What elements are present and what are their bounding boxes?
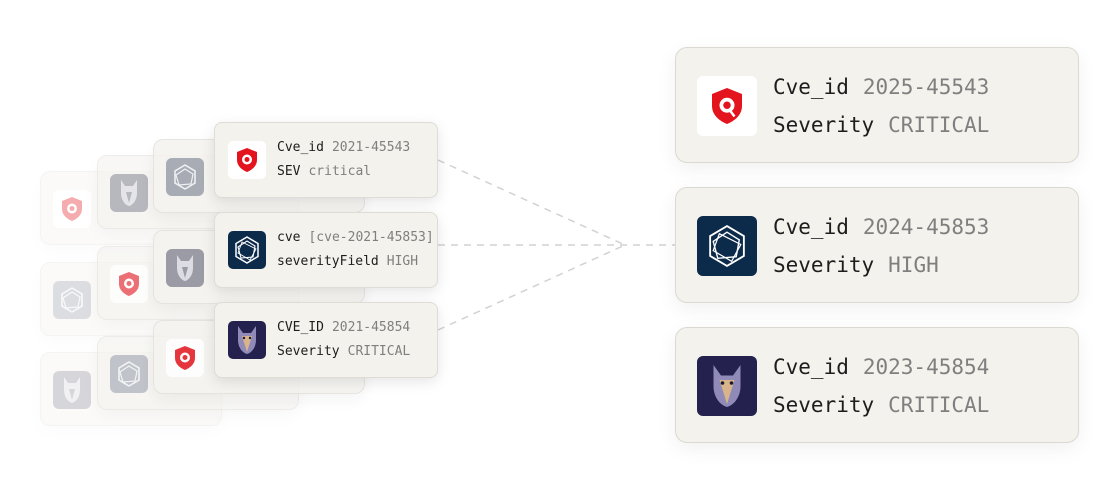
- field-key: cve: [277, 230, 301, 245]
- qualys-logo-icon: [166, 339, 204, 377]
- field-value: CRITICAL: [347, 344, 411, 359]
- qualys-logo-icon: [697, 76, 757, 136]
- doberman-logo-icon: [166, 249, 204, 287]
- cve-id-row: cve [cve-2021-45853]: [277, 230, 434, 245]
- cve-id-row: Cve_id 2021-45543: [277, 140, 410, 155]
- field-key: CVE_ID: [277, 320, 324, 335]
- normalized-card-doberman: Cve_id 2023-45854 Severity CRITICAL: [675, 327, 1079, 443]
- field-key: Severity: [773, 113, 875, 137]
- wiz-hexagon-logo-icon: [697, 216, 757, 276]
- doberman-logo-icon: [110, 174, 148, 212]
- field-key: Cve_id: [773, 75, 849, 99]
- severity-row: Severity CRITICAL: [773, 393, 989, 417]
- field-value: 2021-45543: [331, 140, 411, 155]
- doberman-logo-icon: [697, 356, 757, 416]
- field-value: critical: [308, 164, 372, 179]
- severity-row: SEV critical: [277, 164, 371, 179]
- qualys-logo-icon: [53, 190, 91, 228]
- severity-row: Severity CRITICAL: [773, 113, 989, 137]
- wiz-hexagon-logo-icon: [110, 355, 148, 393]
- cve-id-row: Cve_id 2024-45853: [773, 215, 989, 239]
- field-value: CRITICAL: [888, 113, 990, 137]
- severity-row: Severity CRITICAL: [277, 344, 410, 359]
- field-key: Severity: [277, 344, 340, 359]
- doberman-logo-icon: [228, 321, 266, 359]
- normalized-card-qualys: Cve_id 2025-45543 Severity CRITICAL: [675, 47, 1079, 163]
- cve-id-row: Cve_id 2025-45543: [773, 75, 989, 99]
- field-value: HIGH: [386, 254, 419, 269]
- field-key: Cve_id: [277, 140, 324, 155]
- field-key: severityField: [277, 254, 379, 269]
- cve-id-row: CVE_ID 2021-45854: [277, 320, 410, 335]
- field-key: SEV: [277, 164, 301, 179]
- field-value: [cve-2021-45853]: [308, 230, 434, 245]
- field-value: HIGH: [888, 253, 939, 277]
- field-key: Severity: [773, 393, 875, 417]
- source-card-doberman: CVE_ID 2021-45854 Severity CRITICAL: [214, 302, 438, 378]
- qualys-logo-icon: [228, 141, 266, 179]
- field-value: 2021-45854: [331, 320, 411, 335]
- field-value: 2025-45543: [862, 75, 990, 99]
- field-key: Cve_id: [773, 355, 849, 379]
- wiz-hexagon-logo-icon: [166, 158, 204, 196]
- severity-row: severityField HIGH: [277, 254, 418, 269]
- field-value: 2024-45853: [862, 215, 990, 239]
- cve-id-row: Cve_id 2023-45854: [773, 355, 989, 379]
- field-value: CRITICAL: [888, 393, 990, 417]
- source-card-qualys: Cve_id 2021-45543 SEV critical: [214, 122, 438, 198]
- doberman-logo-icon: [53, 371, 91, 409]
- field-key: Severity: [773, 253, 875, 277]
- wiz-hexagon-logo-icon: [53, 281, 91, 319]
- severity-row: Severity HIGH: [773, 253, 939, 277]
- qualys-logo-icon: [110, 265, 148, 303]
- connector-line-3: [437, 244, 626, 331]
- field-key: Cve_id: [773, 215, 849, 239]
- connector-line-1: [437, 159, 626, 246]
- wiz-hexagon-logo-icon: [228, 231, 266, 269]
- normalized-card-wiz: Cve_id 2024-45853 Severity HIGH: [675, 187, 1079, 303]
- source-card-wiz: cve [cve-2021-45853] severityField HIGH: [214, 212, 438, 288]
- field-value: 2023-45854: [862, 355, 990, 379]
